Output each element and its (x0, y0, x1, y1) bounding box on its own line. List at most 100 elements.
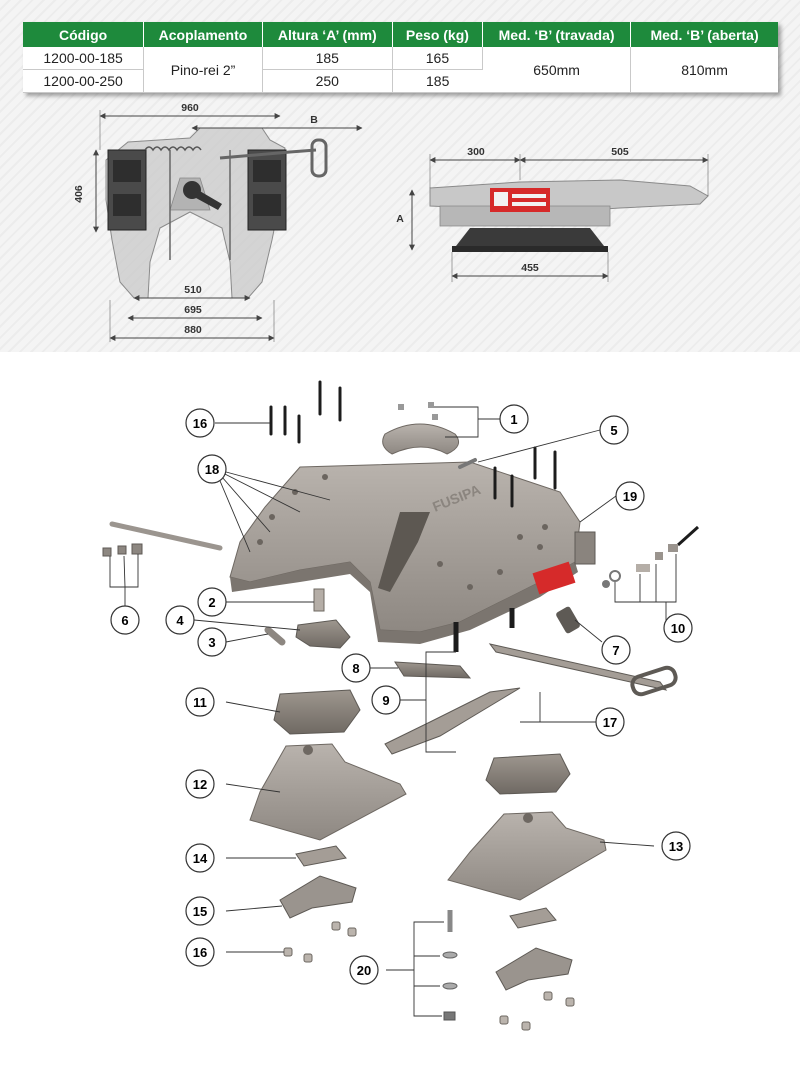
part-8-block (394, 661, 472, 679)
table-row: 1200-00-250 250 185 (23, 69, 778, 93)
callout-5: 5 (599, 415, 629, 445)
callout-16-top: 16 (185, 408, 215, 438)
header-codigo: Código (23, 22, 145, 47)
svg-text:9: 9 (382, 693, 389, 708)
side-view-drawing: 300 505 A 455 (396, 146, 709, 282)
part-14-shim (295, 845, 347, 867)
callout-2: 2 (197, 587, 227, 617)
cell-altura: 185 (262, 47, 393, 70)
part-1-collar (382, 423, 460, 455)
dim-406: 406 (73, 185, 85, 203)
cell-med-b-travada: 650mm (482, 47, 632, 93)
part-2-pin (313, 588, 325, 612)
svg-text:8: 8 (352, 661, 359, 676)
dim-a: A (396, 213, 404, 225)
part-6-bushings (102, 543, 143, 557)
table-row: 1200-00-185 Pino-rei 2” 185 165 650mm 81… (23, 47, 778, 93)
specs-and-dimensions-band: Código Acoplamento Altura ‘A’ (mm) Peso … (0, 0, 800, 352)
callout-20: 19 (615, 481, 645, 511)
cell-peso: 185 (392, 69, 483, 93)
cell-codigo: 1200-00-185 (23, 47, 145, 70)
svg-text:2: 2 (208, 595, 215, 610)
callout-19: 18 (197, 454, 227, 484)
spec-table-header-row: Código Acoplamento Altura ‘A’ (mm) Peso … (23, 22, 778, 47)
svg-text:3: 3 (208, 635, 215, 650)
dim-505: 505 (611, 146, 629, 158)
callout-15: 15 (185, 896, 215, 926)
callout-13: 13 (661, 831, 691, 861)
header-med-b-aberta: Med. ‘B’ (aberta) (630, 22, 778, 47)
cell-codigo: 1200-00-250 (23, 69, 145, 93)
svg-text:19: 19 (623, 489, 637, 504)
dim-300: 300 (467, 146, 485, 158)
handle-bar (488, 643, 668, 691)
callout-17: 17 (595, 707, 625, 737)
svg-text:10: 10 (671, 621, 685, 636)
svg-text:1: 1 (510, 412, 517, 427)
leader-lines (109, 406, 677, 1017)
svg-text:13: 13 (669, 839, 683, 854)
callout-3: 3 (197, 627, 227, 657)
part-4-lock-jaw (295, 619, 351, 649)
header-med-b-travada: Med. ‘B’ (travada) (482, 22, 632, 47)
cell-acoplamento: Pino-rei 2” (143, 47, 263, 93)
dim-455: 455 (521, 262, 539, 274)
callout-1: 1 (499, 404, 529, 434)
callout-12: 12 (185, 769, 215, 799)
part-5-pin (458, 458, 477, 469)
callout-10: 10 (663, 613, 693, 643)
exploded-parts-diagram: FUSIPA (102, 380, 700, 1031)
callout-7: 7 (601, 635, 631, 665)
callout-16-bottom: 16 (185, 937, 215, 967)
part-7-spring (556, 606, 580, 634)
part-11-pad (273, 689, 361, 735)
part-18-fasteners (442, 910, 458, 1021)
dim-510: 510 (184, 284, 202, 296)
dim-b: B (310, 114, 318, 126)
callout-18: 20 (349, 955, 379, 985)
dim-695: 695 (184, 304, 202, 316)
fifth-wheel-plate: FUSIPA (229, 461, 596, 644)
cell-peso: 165 (392, 47, 484, 70)
svg-text:5: 5 (610, 423, 617, 438)
callout-8: 8 (341, 653, 371, 683)
callouts: 16 1 5 18 19 2 6 4 3 7 10 8 9 11 17 12 1… (110, 404, 693, 985)
top-view-drawing: 960 B 406 510 695 880 (73, 102, 363, 342)
spec-table: Código Acoplamento Altura ‘A’ (mm) Peso … (23, 22, 778, 93)
callout-6: 6 (110, 605, 140, 635)
svg-text:14: 14 (193, 851, 208, 866)
callout-11: 11 (185, 687, 215, 717)
handle-grip (630, 665, 678, 697)
part-1-screws (398, 402, 438, 420)
cell-med-b-aberta: 810mm (630, 47, 778, 93)
cell-altura: 250 (262, 69, 393, 93)
part-9-lever (384, 687, 521, 755)
part-15-clamp-2 (495, 947, 573, 991)
callout-9: 9 (371, 685, 401, 715)
svg-text:16: 16 (193, 945, 207, 960)
svg-text:20: 20 (357, 963, 371, 978)
part-11-pad-2 (485, 753, 571, 795)
part-6-rod (109, 521, 223, 551)
svg-text:7: 7 (612, 643, 619, 658)
callout-14: 14 (185, 843, 215, 873)
header-acoplamento: Acoplamento (143, 22, 263, 47)
callout-4: 4 (165, 605, 195, 635)
svg-text:12: 12 (193, 777, 207, 792)
svg-text:18: 18 (205, 462, 219, 477)
part-13-bracket (447, 811, 607, 901)
part-16-nuts (283, 921, 575, 1031)
part-14-shim-2 (509, 907, 557, 929)
svg-text:6: 6 (121, 613, 128, 628)
part-12-bracket (249, 743, 407, 841)
part-10-small-parts (602, 525, 700, 588)
svg-text:4: 4 (176, 613, 184, 628)
dimension-drawings: 960 B 406 510 695 880 (73, 102, 709, 342)
svg-text:17: 17 (603, 715, 617, 730)
dim-960: 960 (181, 102, 199, 114)
svg-text:15: 15 (193, 904, 207, 919)
header-peso: Peso (kg) (392, 22, 484, 47)
svg-text:16: 16 (193, 416, 207, 431)
svg-text:11: 11 (193, 695, 207, 710)
header-altura: Altura ‘A’ (mm) (262, 22, 393, 47)
